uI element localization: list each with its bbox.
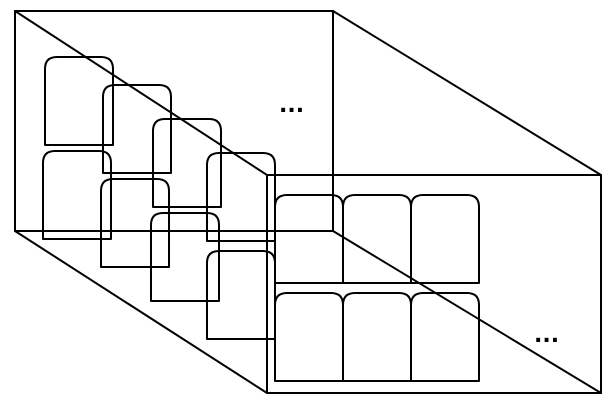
- depth-edge-bottom-right: [332, 230, 602, 394]
- cell: [274, 292, 344, 382]
- depth-cell-stack: [42, 56, 276, 340]
- cell: [152, 118, 222, 208]
- cell: [342, 194, 412, 284]
- front-cell-grid: [274, 194, 480, 382]
- cell: [150, 212, 220, 302]
- front-face-ellipsis: ...: [534, 323, 559, 348]
- front-face: [266, 174, 602, 394]
- cell: [410, 194, 480, 284]
- cell: [410, 292, 480, 382]
- cell: [42, 150, 112, 240]
- depth-edge-bottom-left: [14, 230, 268, 394]
- cell: [44, 56, 114, 146]
- back-face: [14, 10, 334, 232]
- cell: [102, 84, 172, 174]
- cell: [206, 152, 276, 242]
- back-face-ellipsis: ...: [279, 93, 304, 118]
- cell: [100, 178, 170, 268]
- depth-edge-top-right: [332, 10, 602, 176]
- cell: [342, 292, 412, 382]
- depth-edge-top-left: [14, 10, 268, 176]
- cell: [206, 250, 276, 340]
